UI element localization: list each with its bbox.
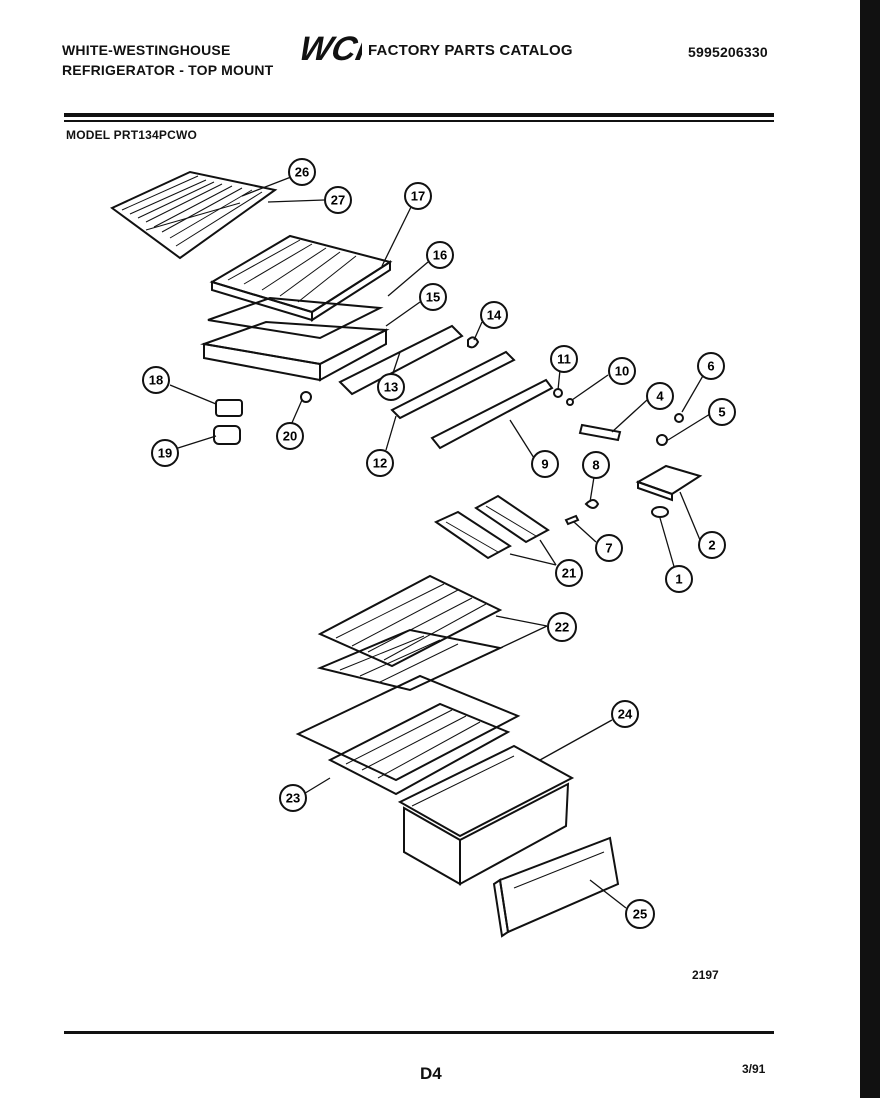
roller-part: [651, 506, 669, 518]
light-bulb-part: [213, 425, 241, 445]
catalog-part-number: 5995206330: [688, 44, 768, 60]
crisper-drawer-part: [397, 744, 575, 886]
svg-text:5: 5: [718, 405, 725, 420]
callout-17: 17: [404, 182, 432, 210]
small-screw-part: [300, 391, 312, 403]
callout-21: 21: [555, 559, 583, 587]
callout-19: 19: [151, 439, 179, 467]
callout-7: 7: [595, 534, 623, 562]
svg-text:16: 16: [433, 248, 447, 263]
light-socket-part: [215, 399, 243, 417]
svg-text:13: 13: [384, 380, 398, 395]
wci-logo: WCI: [300, 30, 362, 66]
callout-11: 11: [550, 345, 578, 373]
product-line: REFRIGERATOR - TOP MOUNT: [62, 62, 274, 78]
catalog-title: FACTORY PARTS CATALOG: [368, 42, 573, 59]
catalog-date: 3/91: [742, 1062, 766, 1076]
nut-part: [674, 413, 684, 423]
svg-text:8: 8: [592, 458, 599, 473]
callout-4: 4: [646, 382, 674, 410]
callout-1: 1: [665, 565, 693, 593]
header-rule-thick: [64, 113, 774, 117]
figure-number: 2197: [692, 968, 719, 982]
crisper-cover-part: [295, 674, 521, 796]
page-number: D4: [420, 1064, 442, 1083]
footer-rule: [64, 1031, 774, 1034]
svg-text:18: 18: [149, 373, 163, 388]
leader-lines: [169, 176, 711, 909]
svg-text:WCI: WCI: [300, 30, 362, 66]
callout-14: 14: [480, 301, 508, 329]
callout-26: 26: [288, 158, 316, 186]
callout-18: 18: [142, 366, 170, 394]
hinge-bar-part: [578, 423, 622, 442]
shelf-frame-part: [209, 234, 393, 322]
svg-text:22: 22: [555, 620, 569, 635]
callout-6: 6: [697, 352, 725, 380]
refrigerator-shelf-part: [316, 574, 504, 692]
callout-24: 24: [611, 700, 639, 728]
screw-part: [553, 388, 563, 398]
callout-8: 8: [582, 451, 610, 479]
drawer-front-part: [492, 836, 620, 938]
callout-12: 12: [366, 449, 394, 477]
callout-25: 25: [625, 899, 655, 929]
bracket-part: [338, 324, 464, 396]
shelf-support-part: [200, 320, 390, 382]
callout-22: 22: [547, 612, 577, 642]
knob-part: [584, 499, 600, 509]
callout-2: 2: [698, 531, 726, 559]
wire-shelf-part: [110, 170, 278, 260]
ice-tray-part: [433, 494, 550, 560]
svg-text:10: 10: [615, 364, 629, 379]
callout-10: 10: [608, 357, 636, 385]
shelf-clip-part: [467, 336, 480, 349]
callout-27: 27: [324, 186, 352, 214]
svg-text:2: 2: [708, 538, 715, 553]
scan-edge-border: [860, 0, 880, 1098]
svg-text:24: 24: [618, 707, 633, 722]
svg-text:12: 12: [373, 456, 387, 471]
svg-text:6: 6: [707, 359, 714, 374]
glass-shelf-part: [207, 296, 384, 340]
svg-text:21: 21: [562, 566, 576, 581]
svg-text:7: 7: [605, 541, 612, 556]
callout-15: 15: [419, 283, 447, 311]
svg-text:26: 26: [295, 165, 309, 180]
bushing-part: [656, 434, 668, 446]
callout-16: 16: [426, 241, 454, 269]
svg-text:15: 15: [426, 290, 440, 305]
svg-text:25: 25: [633, 907, 647, 922]
brand-name: WHITE-WESTINGHOUSE: [62, 42, 231, 58]
callout-23: 23: [279, 784, 307, 812]
svg-text:17: 17: [411, 189, 425, 204]
pin-part: [564, 514, 580, 526]
svg-text:9: 9: [541, 457, 548, 472]
callout-20: 20: [276, 422, 304, 450]
svg-text:1: 1: [675, 572, 682, 587]
svg-text:11: 11: [557, 352, 571, 367]
cover-rail-part: [430, 378, 554, 450]
svg-text:14: 14: [487, 308, 502, 323]
model-number: MODEL PRT134PCWO: [66, 128, 197, 142]
svg-text:27: 27: [331, 193, 345, 208]
svg-text:19: 19: [158, 446, 172, 461]
callout-5: 5: [708, 398, 736, 426]
rail-part: [390, 350, 516, 420]
callout-13: 13: [377, 373, 405, 401]
header-rule-thin: [64, 120, 774, 122]
hinge-bracket-part: [635, 464, 703, 502]
callout-9: 9: [531, 450, 559, 478]
svg-text:23: 23: [286, 791, 300, 806]
svg-text:4: 4: [656, 389, 664, 404]
svg-text:20: 20: [283, 429, 297, 444]
washer-part: [566, 398, 574, 406]
